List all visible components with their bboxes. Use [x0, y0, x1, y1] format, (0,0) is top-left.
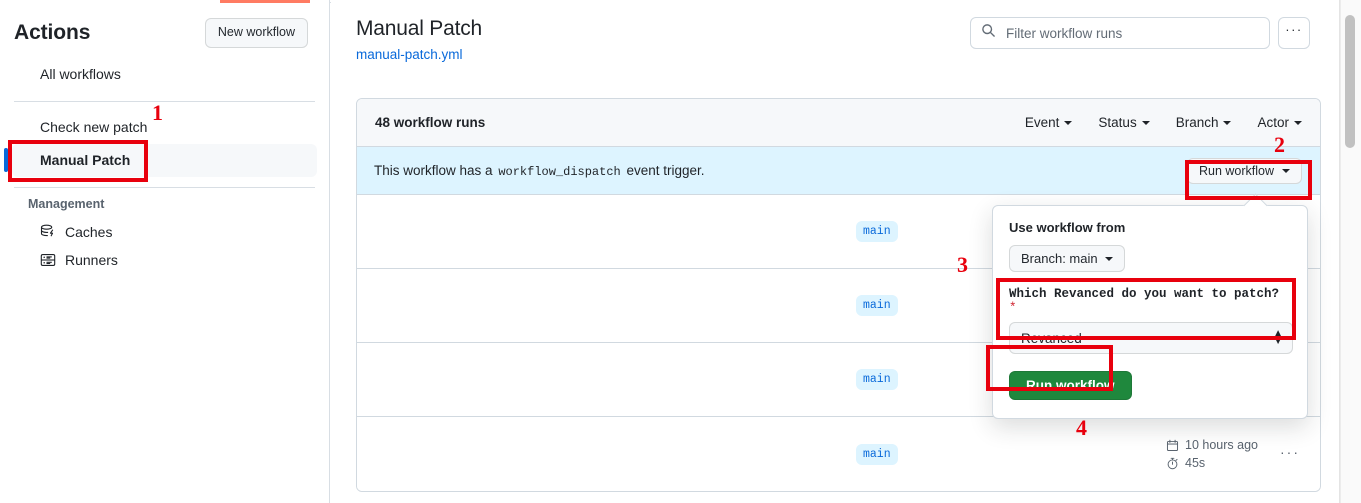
filter-status[interactable]: Status	[1098, 115, 1150, 130]
filter-actor[interactable]: Actor	[1257, 115, 1302, 130]
revanced-select[interactable]: Revanced	[1009, 322, 1293, 354]
run-date: 10 hours ago	[1166, 438, 1258, 452]
run-workflow-submit-button[interactable]: Run workflow	[1009, 371, 1132, 400]
management-section-label: Management	[28, 196, 105, 211]
sidebar-item-all-workflows[interactable]: All workflows	[40, 65, 121, 82]
run-date-label: 10 hours ago	[1185, 438, 1258, 452]
workflow-file-link[interactable]: manual-patch.yml	[356, 47, 463, 62]
workflow-dispatch-banner: This workflow has a workflow_dispatch ev…	[357, 147, 1320, 195]
filter-status-label: Status	[1098, 115, 1137, 130]
scrollbar-thumb[interactable]	[1345, 15, 1355, 148]
search-input[interactable]	[1004, 24, 1259, 42]
nav-divider-2	[14, 186, 315, 188]
filter-branch-label: Branch	[1175, 115, 1219, 130]
runs-panel-header: 48 workflow runs Event Status Branch	[357, 99, 1320, 147]
content-right-edge	[1339, 0, 1340, 503]
search-icon	[981, 23, 996, 43]
top-progress-bar	[220, 0, 310, 3]
server-icon	[40, 252, 56, 268]
chevron-down-icon	[1064, 120, 1073, 125]
branch-selector-button[interactable]: Branch: main	[1009, 245, 1125, 272]
sidebar-item-runners-label: Runners	[65, 251, 118, 268]
sidebar-item-caches-label: Caches	[65, 223, 113, 240]
run-workflow-popover: Use workflow from Branch: main Which Rev…	[992, 205, 1308, 419]
chevron-down-icon	[1223, 120, 1232, 125]
table-row[interactable]: main 10 hours ago	[357, 417, 1320, 491]
use-workflow-from-label: Use workflow from	[1009, 220, 1126, 235]
sidebar-item-caches[interactable]: Caches	[12, 218, 317, 246]
sidebar: Actions New workflow All workflows Check…	[0, 0, 330, 503]
run-duration-label: 45s	[1185, 456, 1206, 470]
dispatch-text-after: event trigger.	[626, 162, 705, 178]
filter-actor-label: Actor	[1257, 115, 1289, 130]
new-workflow-button[interactable]: New workflow	[204, 18, 308, 48]
dispatch-event-code: workflow_dispatch	[498, 164, 621, 179]
branch-badge[interactable]: main	[856, 443, 898, 465]
stopwatch-icon	[1166, 457, 1179, 470]
search-box[interactable]	[970, 17, 1270, 49]
row-more-options-button[interactable]: ···	[1280, 443, 1300, 460]
branch-selector-label: Branch: main	[1021, 251, 1098, 266]
cache-icon	[40, 224, 56, 240]
page-title: Actions	[14, 20, 91, 44]
workflow-input-label: Which Revanced do you want to patch? *	[1009, 287, 1291, 315]
dispatch-banner-text: This workflow has a workflow_dispatch ev…	[374, 163, 705, 179]
run-metadata: 10 hours ago 45s	[1166, 438, 1258, 470]
sidebar-header: Actions New workflow	[0, 0, 329, 58]
search-area: ···	[970, 17, 1310, 49]
page-scrollbar[interactable]	[1340, 0, 1361, 503]
more-options-button[interactable]: ···	[1278, 17, 1310, 49]
calendar-icon	[1166, 439, 1179, 452]
required-marker: *	[1009, 301, 1017, 315]
run-workflow-dropdown-button[interactable]: Run workflow	[1186, 157, 1302, 184]
branch-badge[interactable]: main	[856, 369, 898, 390]
workflow-header: Manual Patch manual-patch.yml	[331, 0, 1340, 62]
sidebar-item-manual-patch[interactable]: Manual Patch	[4, 143, 317, 177]
chevron-down-icon	[1141, 120, 1150, 125]
run-workflow-dropdown-label: Run workflow	[1198, 163, 1274, 178]
dispatch-text-before: This workflow has a	[374, 162, 493, 178]
sidebar-item-runners[interactable]: Runners	[12, 246, 317, 274]
sidebar-item-check-new-patch[interactable]: Check new patch	[40, 118, 148, 135]
chevron-down-icon	[1104, 256, 1113, 261]
branch-badge[interactable]: main	[856, 221, 898, 242]
run-duration: 45s	[1166, 456, 1258, 470]
workflow-nav-list: All workflows Check new patch Manual Pat…	[0, 58, 329, 188]
nav-divider-1	[14, 100, 315, 102]
main-content: Manual Patch manual-patch.yml ··· 48 wor…	[331, 0, 1340, 503]
filter-branch[interactable]: Branch	[1176, 115, 1232, 130]
revanced-select-wrapper: Revanced ▲▼	[1009, 322, 1293, 354]
filter-event-label: Event	[1024, 115, 1060, 130]
chevron-down-icon	[1282, 168, 1290, 173]
workflow-title: Manual Patch	[356, 17, 483, 40]
filter-group: Event Status Branch Actor	[1025, 115, 1302, 130]
filter-event[interactable]: Event	[1025, 115, 1073, 130]
branch-badge[interactable]: main	[856, 295, 898, 316]
workflow-input-label-text: Which Revanced do you want to patch?	[1009, 287, 1280, 301]
run-count-label: 48 workflow runs	[375, 115, 486, 130]
chevron-down-icon	[1294, 120, 1302, 125]
